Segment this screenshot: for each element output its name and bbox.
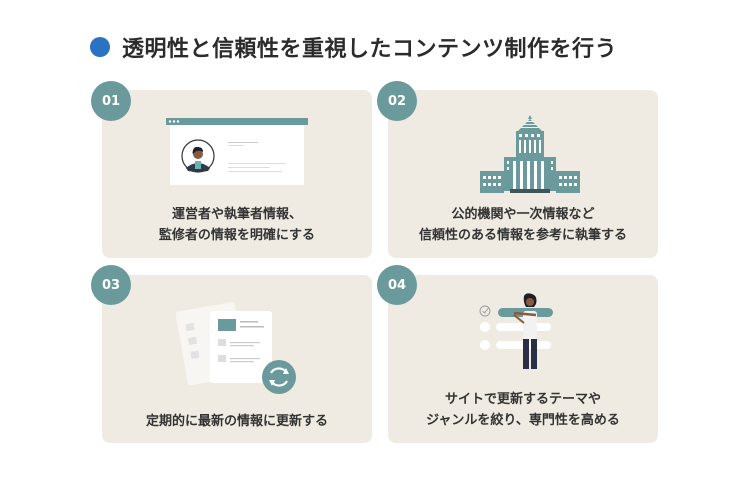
profile-webpage-icon (166, 118, 308, 185)
bullet-dot-icon (90, 37, 110, 57)
card-03-caption: 定期的に最新の情報に更新する (102, 411, 372, 432)
card-02-line1: 公的機関や一次情報など (451, 207, 595, 222)
card-01: 運営者や執筆者情報、 監修者の情報を明確にする (102, 90, 372, 258)
person-checklist-icon (479, 293, 553, 369)
card-02-caption: 公的機関や一次情報など 信頼性のある情報を参考に執筆する (388, 204, 658, 246)
page-title: 透明性と信頼性を重視したコンテンツ制作を行う (90, 30, 617, 64)
card-02: 公的機関や一次情報など 信頼性のある情報を参考に執筆する (388, 90, 658, 258)
card-02-line2: 信頼性のある情報を参考に執筆する (418, 228, 627, 243)
page-title-text: 透明性と信頼性を重視したコンテンツ制作を行う (122, 37, 618, 62)
card-04: サイトで更新するテーマや ジャンルを絞り、専門性を高める (388, 275, 658, 443)
card-02-number-badge: 02 (377, 81, 417, 121)
government-building-icon (480, 115, 580, 193)
card-01-caption: 運営者や執筆者情報、 監修者の情報を明確にする (102, 204, 372, 246)
card-04-line2: ジャンルを絞り、専門性を高める (426, 413, 620, 428)
card-01-number-badge: 01 (91, 81, 131, 121)
document-refresh-icon (176, 302, 296, 394)
card-04-caption: サイトで更新するテーマや ジャンルを絞り、専門性を高める (388, 389, 658, 431)
card-03: 定期的に最新の情報に更新する (102, 275, 372, 443)
card-01-line2: 監修者の情報を明確にする (158, 228, 316, 243)
card-01-line1: 運営者や執筆者情報、 (171, 207, 302, 222)
card-04-number-badge: 04 (377, 265, 417, 305)
card-04-line1: サイトで更新するテーマや (444, 392, 601, 407)
card-03-line1: 定期的に最新の情報に更新する (145, 414, 328, 429)
card-03-number-badge: 03 (91, 265, 131, 305)
